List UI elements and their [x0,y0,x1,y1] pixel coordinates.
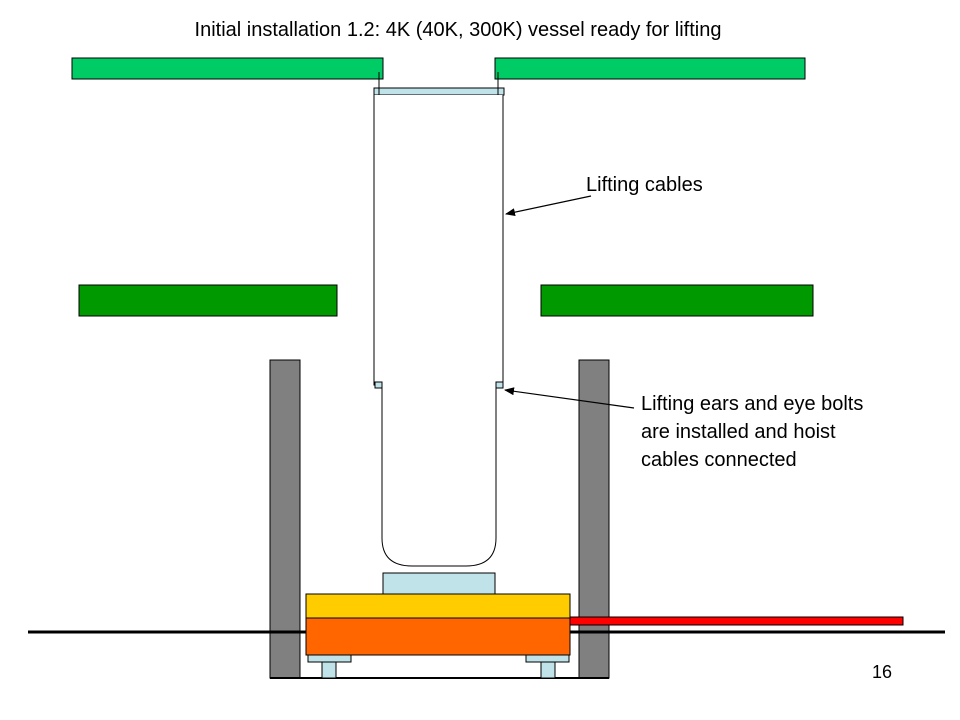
left-support-column [269,359,301,679]
platform-top-layer [305,593,571,619]
right-foot-post [540,661,556,679]
diagram-title: Initial installation 1.2: 4K (40K, 300K)… [194,19,722,41]
cables-callout-arrow [505,195,592,217]
left-foot-post [321,661,337,679]
top-left-beam [71,57,384,80]
lifting-ears-label-line: Lifting ears and eye bolts [641,393,864,415]
middle-left-beam [78,284,338,317]
vessel-body [373,95,504,567]
page-number: 16 [872,662,893,682]
vessel-base-block [382,572,496,596]
lifting-ears-label: Lifting ears and eye bolts are installed… [641,390,863,474]
ears-callout-arrow [504,387,635,409]
middle-right-beam [540,284,814,317]
top-right-beam [494,57,806,80]
lifting-ears-label-line: cables connected [641,449,797,471]
right-lifting-ear [495,381,504,389]
floor-bar [564,616,904,626]
lifting-ears-label-line: are installed and hoist [641,421,836,443]
right-foot-plate [525,654,570,663]
platform-bottom-layer [305,617,571,656]
right-support-column [578,359,610,679]
lifting-cables-label: Lifting cables [586,174,703,196]
left-foot-plate [307,654,352,663]
vessel-top-flange [373,87,505,96]
left-lifting-ear [374,381,383,389]
